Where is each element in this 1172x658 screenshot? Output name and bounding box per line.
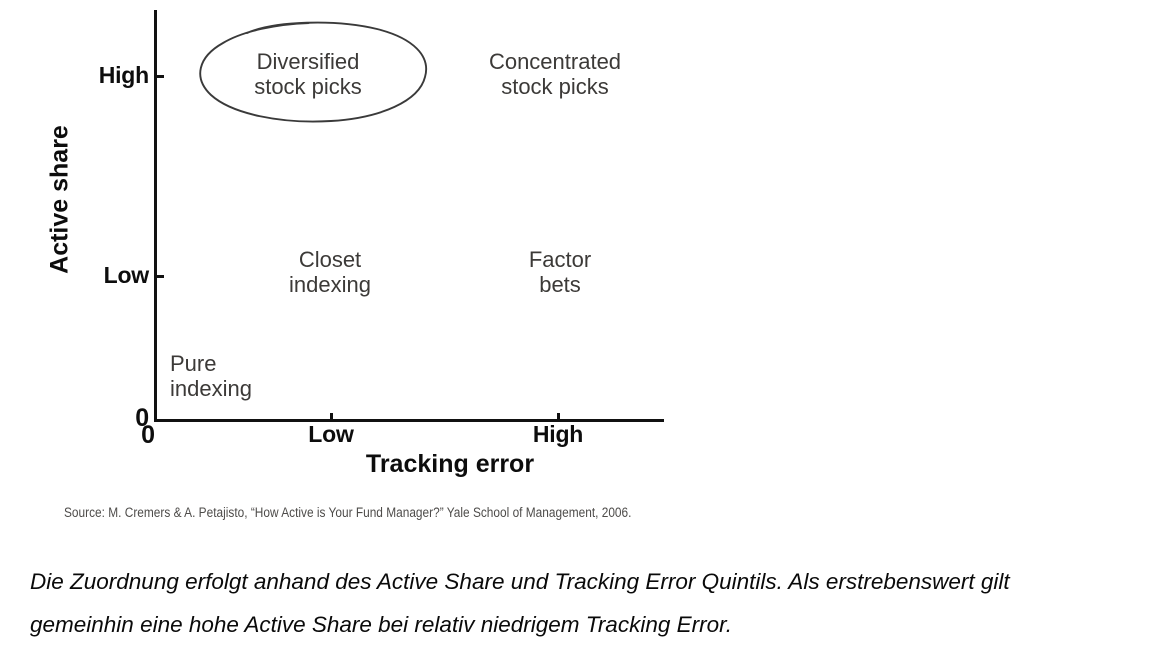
y-axis-tick-label-low: Low: [103, 262, 150, 288]
caption-line-1: Die Zuordnung erfolgt anhand des Active …: [30, 569, 1010, 594]
source-citation: Source: M. Cremers & A. Petajisto, “How …: [64, 505, 632, 520]
quadrant-label-pure-indexing: Pure indexing: [170, 351, 252, 401]
x-axis-tick-label-low: Low: [308, 421, 354, 447]
y-axis-tick-high: [155, 75, 164, 78]
x-axis-tick-high: [557, 413, 560, 422]
quadrant-label-concentrated-stock-picks: Concentrated stock picks: [488, 49, 622, 99]
x-axis-tick-label-zero: 0: [141, 421, 155, 449]
y-axis-line: [154, 10, 157, 422]
x-axis-line: [154, 419, 664, 422]
quadrant-label-factor-bets: Factor bets: [528, 247, 592, 297]
quadrant-label-diversified-stock-picks: Diversified stock picks: [254, 49, 362, 99]
x-axis-title: Tracking error: [365, 450, 535, 478]
y-axis-tick-low: [155, 275, 164, 278]
y-axis-tick-label-zero: 0: [135, 404, 149, 432]
x-axis-tick-low: [330, 413, 333, 422]
y-axis-tick-label-high: High: [98, 62, 150, 88]
quadrant-label-closet-indexing: Closet indexing: [289, 247, 371, 297]
caption-line-2: gemeinhin eine hohe Active Share bei rel…: [30, 612, 733, 637]
caption-text: Die Zuordnung erfolgt anhand des Active …: [30, 560, 1160, 646]
x-axis-tick-label-high: High: [532, 421, 584, 447]
chart-figure: High Low 0 0 Low High Active share Track…: [45, 10, 664, 520]
y-axis-title: Active share: [45, 125, 74, 274]
